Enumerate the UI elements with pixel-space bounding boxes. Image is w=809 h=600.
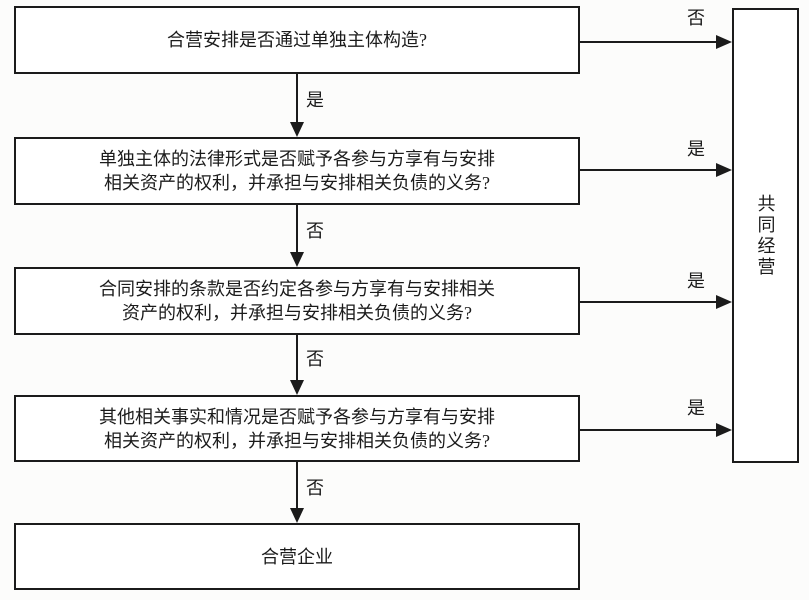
question-2-text-line2: 相关资产的权利，并承担与安排相关负债的义务?	[104, 173, 490, 193]
edge-label-q4-down: 否	[306, 478, 324, 498]
question-box-2: 单独主体的法律形式是否赋予各参与方享有与安排 相关资产的权利，并承担与安排相关负…	[14, 137, 580, 205]
arrowhead-down-icon	[290, 508, 304, 523]
edge-label-q3-right: 是	[687, 271, 705, 291]
question-3-text-line1: 合同安排的条款是否约定各参与方享有与安排相关	[99, 279, 495, 299]
question-2-text-line1: 单独主体的法律形式是否赋予各参与方享有与安排	[99, 149, 495, 169]
question-4-text-line2: 相关资产的权利，并承担与安排相关负债的义务?	[104, 430, 490, 451]
connector-q4-jo	[580, 429, 718, 431]
connector-q3-jo	[580, 301, 718, 303]
connector-q1-q2	[296, 74, 298, 124]
arrowhead-right-icon	[716, 295, 732, 309]
connector-q3-q4	[296, 335, 298, 381]
edge-label-q1-down: 是	[306, 90, 324, 110]
question-box-1: 合营安排是否通过单独主体构造?	[14, 6, 580, 74]
question-4-text-line1: 其他相关事实和情况是否赋予各参与方享有与安排	[99, 406, 495, 427]
joint-venture-label: 合营企业	[261, 546, 333, 567]
question-box-4: 其他相关事实和情况是否赋予各参与方享有与安排 相关资产的权利，并承担与安排相关负…	[14, 395, 580, 462]
joint-operation-label: 共同经营	[755, 193, 776, 278]
question-box-3: 合同安排的条款是否约定各参与方享有与安排相关 资产的权利，并承担与安排相关负债的…	[14, 267, 580, 335]
result-box-joint-venture: 合营企业	[14, 523, 580, 590]
connector-q4-jv	[296, 462, 298, 509]
arrowhead-right-icon	[716, 163, 732, 177]
question-3-text-line2: 资产的权利，并承担与安排相关负债的义务?	[122, 303, 472, 323]
connector-q2-jo	[580, 169, 718, 171]
edge-label-q2-down: 否	[306, 221, 324, 241]
arrowhead-right-icon	[716, 423, 732, 437]
arrowhead-down-icon	[290, 122, 304, 137]
arrowhead-right-icon	[716, 35, 732, 49]
edge-label-q3-down: 否	[306, 349, 324, 369]
connector-q2-q3	[296, 205, 298, 253]
edge-label-q1-right: 否	[687, 8, 705, 28]
arrowhead-down-icon	[290, 380, 304, 395]
edge-label-q4-right: 是	[687, 398, 705, 418]
result-box-joint-operation: 共同经营	[732, 8, 799, 463]
question-1-text: 合营安排是否通过单独主体构造?	[167, 30, 427, 50]
connector-q1-jo	[580, 41, 718, 43]
edge-label-q2-right: 是	[687, 139, 705, 159]
arrowhead-down-icon	[290, 252, 304, 267]
